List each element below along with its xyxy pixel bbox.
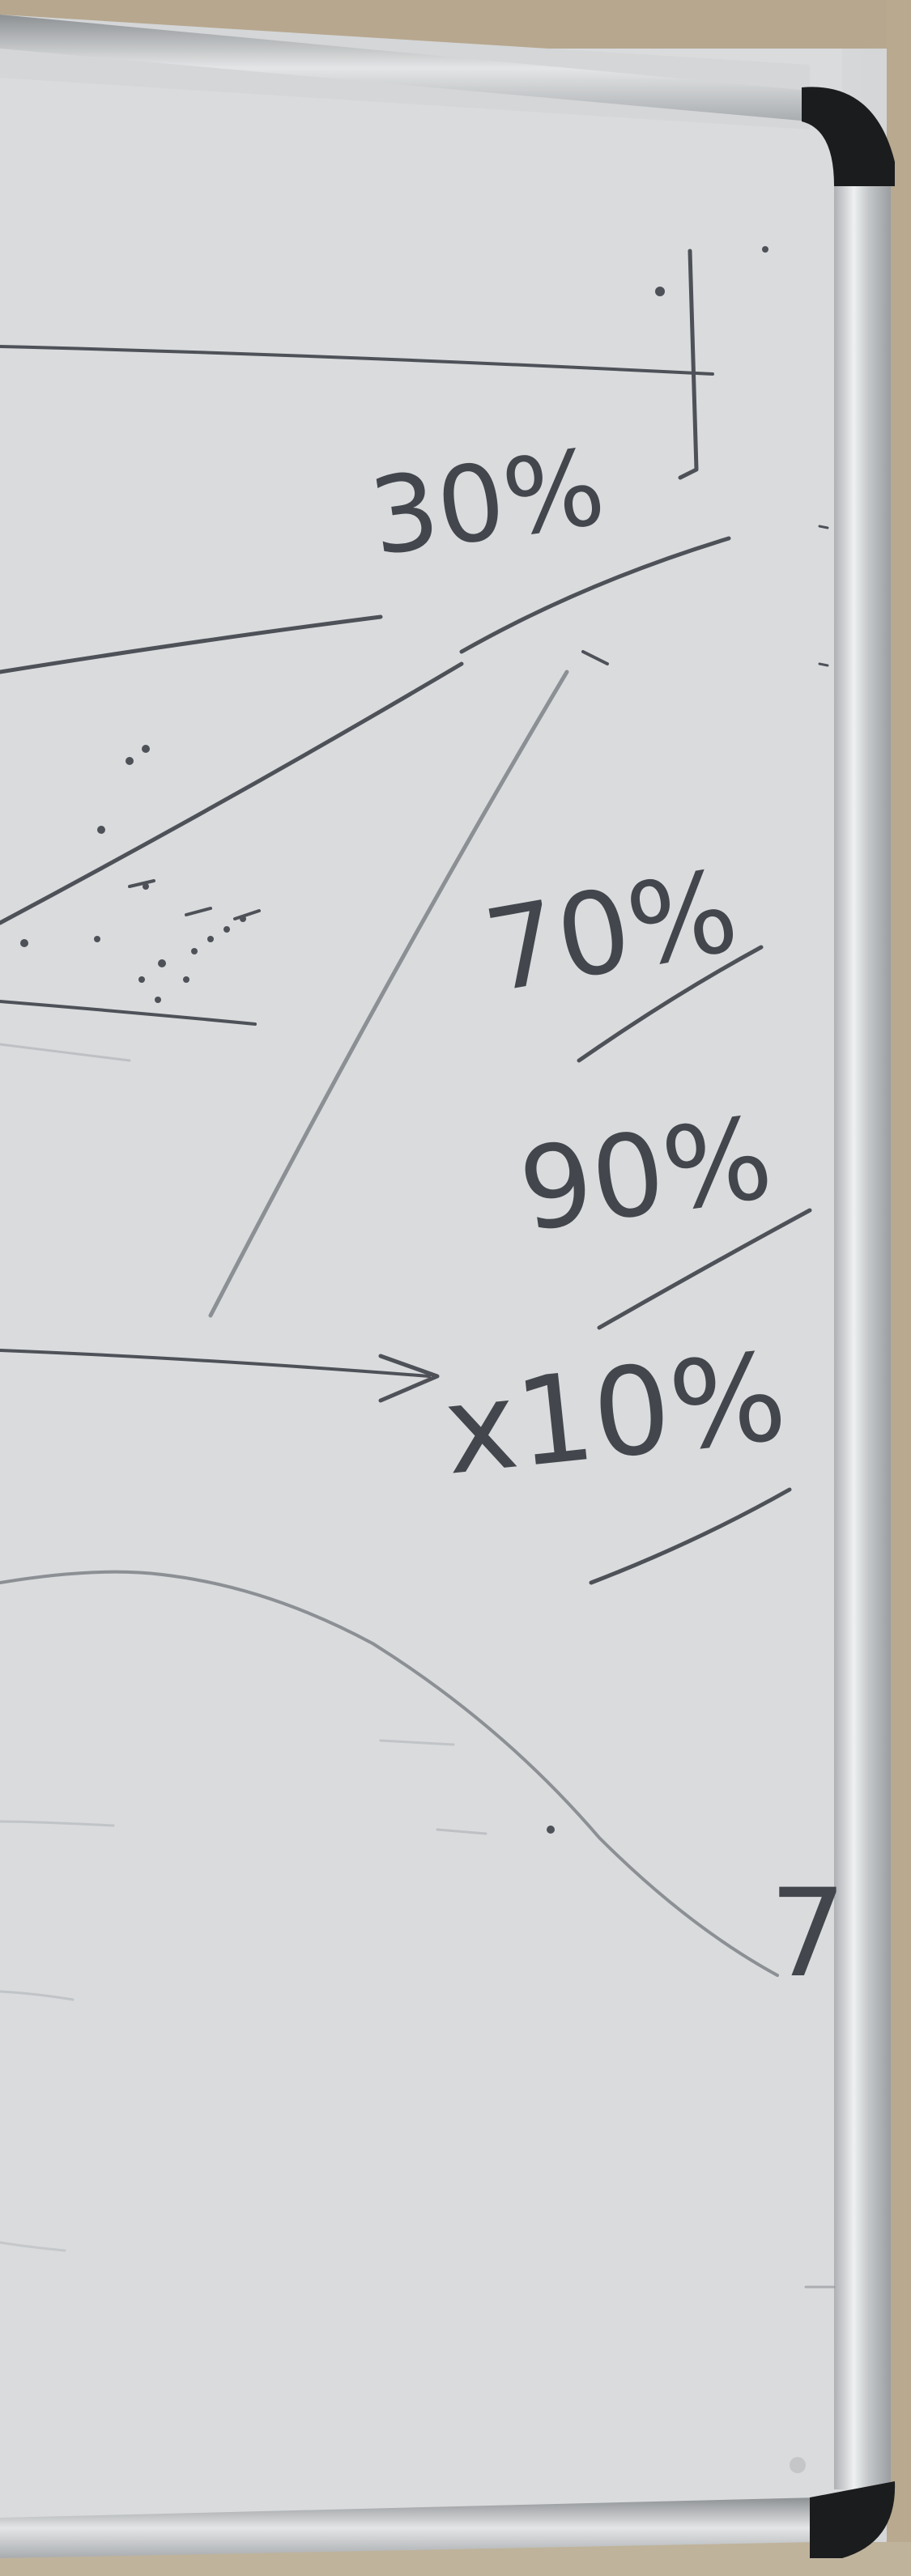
underline-30	[459, 536, 731, 654]
smudge	[0, 2241, 66, 2252]
arrow-head-icon	[378, 1354, 440, 1403]
underline-90	[597, 1208, 812, 1330]
bell-curve	[0, 1570, 779, 1977]
ink-dot	[655, 287, 665, 296]
rail-mark	[818, 662, 829, 667]
corner-cap-bottom	[810, 2481, 896, 2558]
top-horizontal-line	[0, 345, 714, 376]
frame-top-edge	[0, 15, 810, 121]
scatter-dash	[233, 909, 261, 920]
smudge	[0, 1990, 74, 2001]
label-7: 7	[769, 1864, 846, 2004]
rail-dot	[790, 2457, 806, 2473]
diagonal-line-main	[0, 661, 464, 925]
ink-dot	[547, 1826, 555, 1834]
smudge	[379, 1739, 455, 1746]
frame-bottom-rail	[0, 2497, 818, 2558]
diagonal-line-faint	[208, 670, 569, 1318]
scatter-baseline	[0, 1000, 257, 1026]
scatter-dash	[185, 907, 212, 916]
smudge	[0, 1820, 115, 1827]
smudge	[0, 1043, 131, 1062]
corner-cap-top	[802, 87, 895, 186]
arrow-line	[0, 1349, 431, 1378]
tick-mark	[581, 650, 609, 665]
rail-mark	[818, 525, 829, 529]
ink-dot	[762, 246, 768, 253]
underline-10	[589, 1487, 792, 1585]
top-vertical-bracket	[678, 249, 699, 480]
line-left-upper	[0, 614, 383, 674]
scatter-dash	[128, 879, 155, 888]
smudge	[436, 1828, 487, 1835]
underline-70	[577, 945, 764, 1063]
frame-right-rail	[834, 174, 891, 2489]
board-surface	[0, 49, 842, 2534]
